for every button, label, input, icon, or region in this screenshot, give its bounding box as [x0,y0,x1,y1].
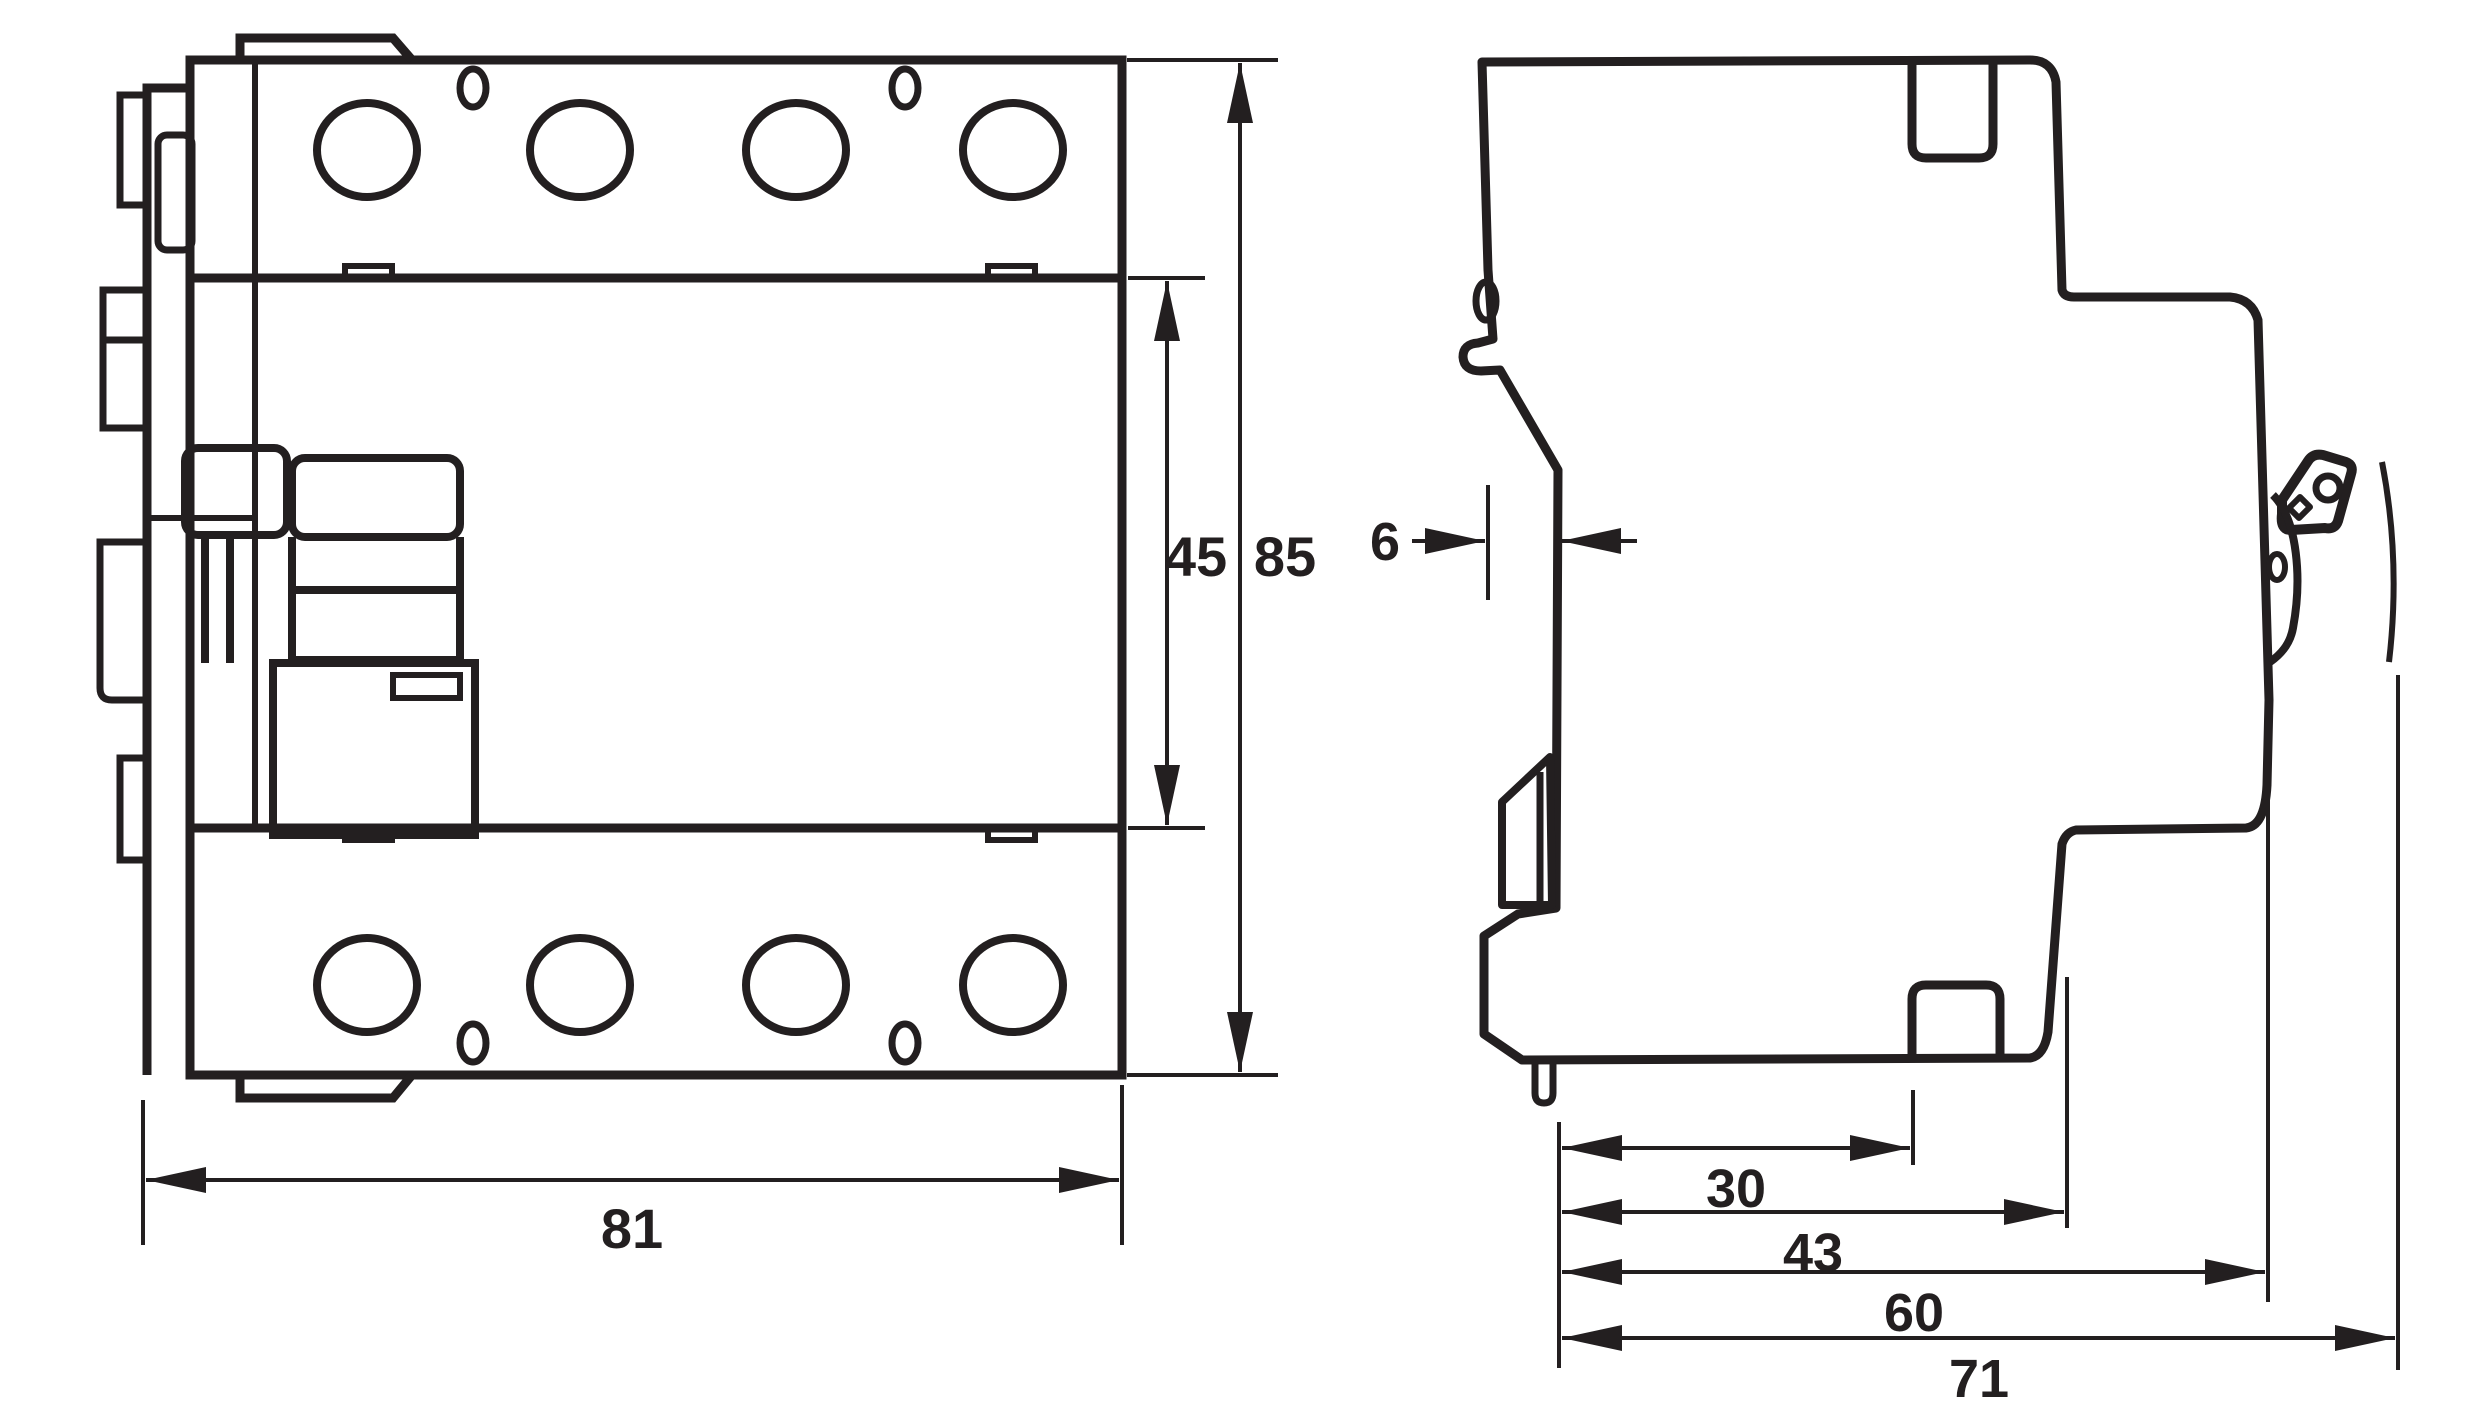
toggle-stem [201,535,234,663]
lever-body [2276,449,2357,535]
side-profile-outline [1458,55,2274,1065]
front-left-lug-4 [96,538,147,704]
front-view [96,33,1127,1103]
lever-square-hole [2286,494,2313,521]
lever-pivot-oval [2266,551,2288,583]
front-left-lug-3 [99,336,151,432]
front-left-lug-5 [116,754,151,864]
dim-label-6: 6 [1370,512,1400,572]
front-left-lug-1 [116,91,151,209]
lever-swing-arc [2379,461,2397,663]
toggle-neck [288,537,464,590]
front-bottom-tab [235,1072,416,1103]
side-toggle-lever [2266,449,2397,666]
side-view [1458,55,2397,1107]
front-screw-hole [456,65,490,111]
front-left-lug-2 [99,286,151,344]
front-screw-hole [888,1020,922,1066]
front-terminal-holes-top [313,65,1067,201]
lever-pivot-arc [2267,492,2302,666]
dim-label-30: 30 [1706,1159,1766,1219]
side-back-oval-hole [1472,278,1500,324]
front-left-strip [142,83,190,1075]
front-body-outline [185,55,1127,1080]
front-screw-hole [888,65,922,111]
toggle-handle-right [288,454,464,541]
front-screw-hole [456,1020,490,1066]
dim-label-81: 81 [601,1197,663,1260]
side-top-slot [1907,60,1998,163]
toggle-lower-body [269,659,479,839]
front-terminal-holes-bottom [313,934,1067,1066]
label-window [390,672,463,701]
side-foot [1531,1060,1557,1107]
dim-label-45: 45 [1165,525,1227,588]
dim-label-85: 85 [1254,525,1316,588]
dim-label-43: 43 [1783,1223,1843,1283]
front-strip-attachment [154,131,196,254]
side-dimensions [1412,485,2400,1370]
front-divider-tab [985,263,1038,281]
dim-label-71: 71 [1949,1349,2009,1409]
toggle-handle-left [181,444,291,539]
side-rail-clip [1498,753,1556,909]
front-divider-tab [342,263,395,281]
dim-label-60: 60 [1884,1283,1944,1343]
front-toggle-assembly [181,444,479,839]
side-bottom-notch [1907,980,2005,1060]
front-dimensions [141,58,1278,1245]
front-top-tab [235,33,416,63]
lever-hole [2312,472,2344,504]
toggle-base-band [288,586,464,664]
front-divider-tab [985,825,1038,843]
